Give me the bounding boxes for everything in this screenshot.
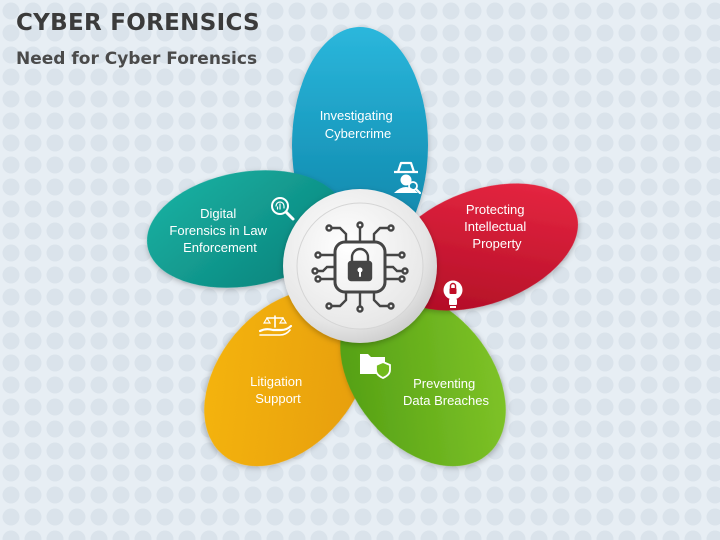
label-preventing-line-1: Preventing	[413, 376, 475, 391]
detective-search-icon	[394, 161, 422, 195]
label-litigation-line-1: Litigation	[250, 374, 302, 389]
page-subtitle: Need for Cyber Forensics	[16, 49, 258, 69]
label-digital: Digital Forensics in Law Enforcement	[169, 206, 270, 255]
label-digital-line-2: Forensics in Law	[169, 223, 267, 238]
circuit-lock-icon	[311, 221, 409, 313]
label-litigation-line-2: Support	[255, 391, 301, 406]
label-preventing-line-2: Data Breaches	[403, 393, 489, 408]
label-protecting-line-1: Protecting	[466, 202, 525, 217]
label-digital-line-1: Digital	[200, 206, 236, 221]
label-litigation: Litigation Support	[250, 374, 306, 406]
scales-hand-icon	[258, 315, 293, 336]
label-protecting-line-3: Property	[472, 236, 522, 251]
label-investigating: Investigating Cybercrime	[320, 108, 397, 141]
label-investigating-line-1: Investigating	[320, 108, 393, 123]
folder-shield-icon	[360, 354, 391, 379]
page-title: CYBER FORENSICS	[16, 10, 260, 36]
label-protecting: Protecting Intellectual Property	[464, 202, 530, 251]
fingerprint-search-icon	[271, 197, 295, 221]
label-protecting-line-2: Intellectual	[464, 219, 526, 234]
lightbulb-icon	[443, 280, 463, 308]
label-digital-line-3: Enforcement	[183, 240, 257, 255]
label-investigating-line-2: Cybercrime	[325, 126, 391, 141]
label-preventing: Preventing Data Breaches	[403, 376, 489, 408]
